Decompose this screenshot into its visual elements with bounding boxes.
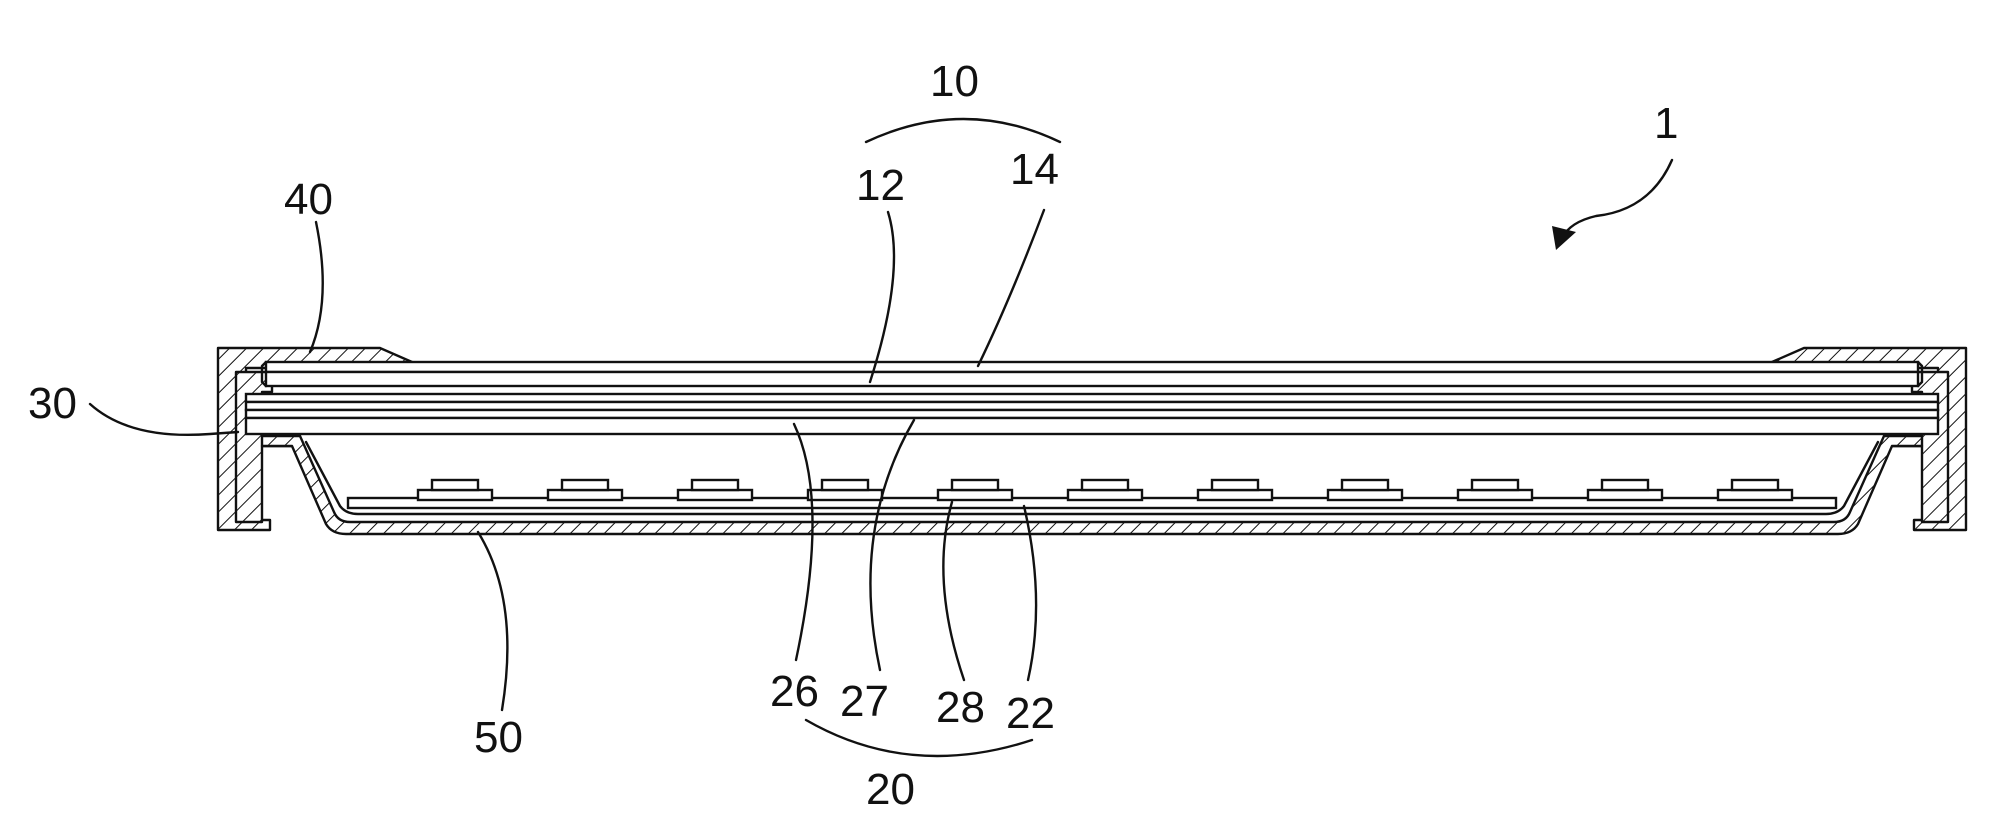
light-source (1068, 480, 1142, 500)
light-source (418, 480, 492, 500)
label-22: 22 (1006, 689, 1055, 738)
light-source (548, 480, 622, 500)
leader-12 (870, 212, 894, 382)
leader-30 (90, 404, 238, 435)
label-50: 50 (474, 713, 523, 762)
light-source (1198, 480, 1272, 500)
leader-27 (870, 420, 914, 670)
optical-sheet (246, 402, 1938, 410)
label-27: 27 (840, 677, 889, 726)
leader-14 (978, 210, 1044, 366)
label-30: 30 (28, 379, 77, 428)
panel-layer-12 (266, 372, 1918, 386)
label-12: 12 (856, 161, 905, 210)
arrow-1 (1552, 226, 1576, 250)
panel-layer-14 (266, 362, 1918, 372)
leader-50 (478, 532, 507, 710)
light-source (1328, 480, 1402, 500)
label-40: 40 (284, 175, 333, 224)
leader-26 (794, 424, 813, 660)
label-20: 20 (866, 765, 915, 814)
light-source (1588, 480, 1662, 500)
label-14: 14 (1010, 145, 1059, 194)
display-panel (262, 362, 1922, 386)
label-10: 10 (930, 57, 979, 106)
label-28: 28 (936, 683, 985, 732)
diffuser-plate (246, 418, 1938, 434)
light-source (1458, 480, 1532, 500)
label-26: 26 (770, 667, 819, 716)
leader-40 (310, 222, 323, 352)
optical-sheets (246, 394, 1938, 434)
brace-10 (866, 119, 1060, 142)
light-source (938, 480, 1012, 500)
label-1: 1 (1654, 99, 1678, 148)
light-source (808, 480, 882, 500)
optical-sheet (246, 410, 1938, 418)
optical-sheet (246, 394, 1938, 402)
light-source (678, 480, 752, 500)
leader-1 (1562, 160, 1672, 238)
light-source (1718, 480, 1792, 500)
